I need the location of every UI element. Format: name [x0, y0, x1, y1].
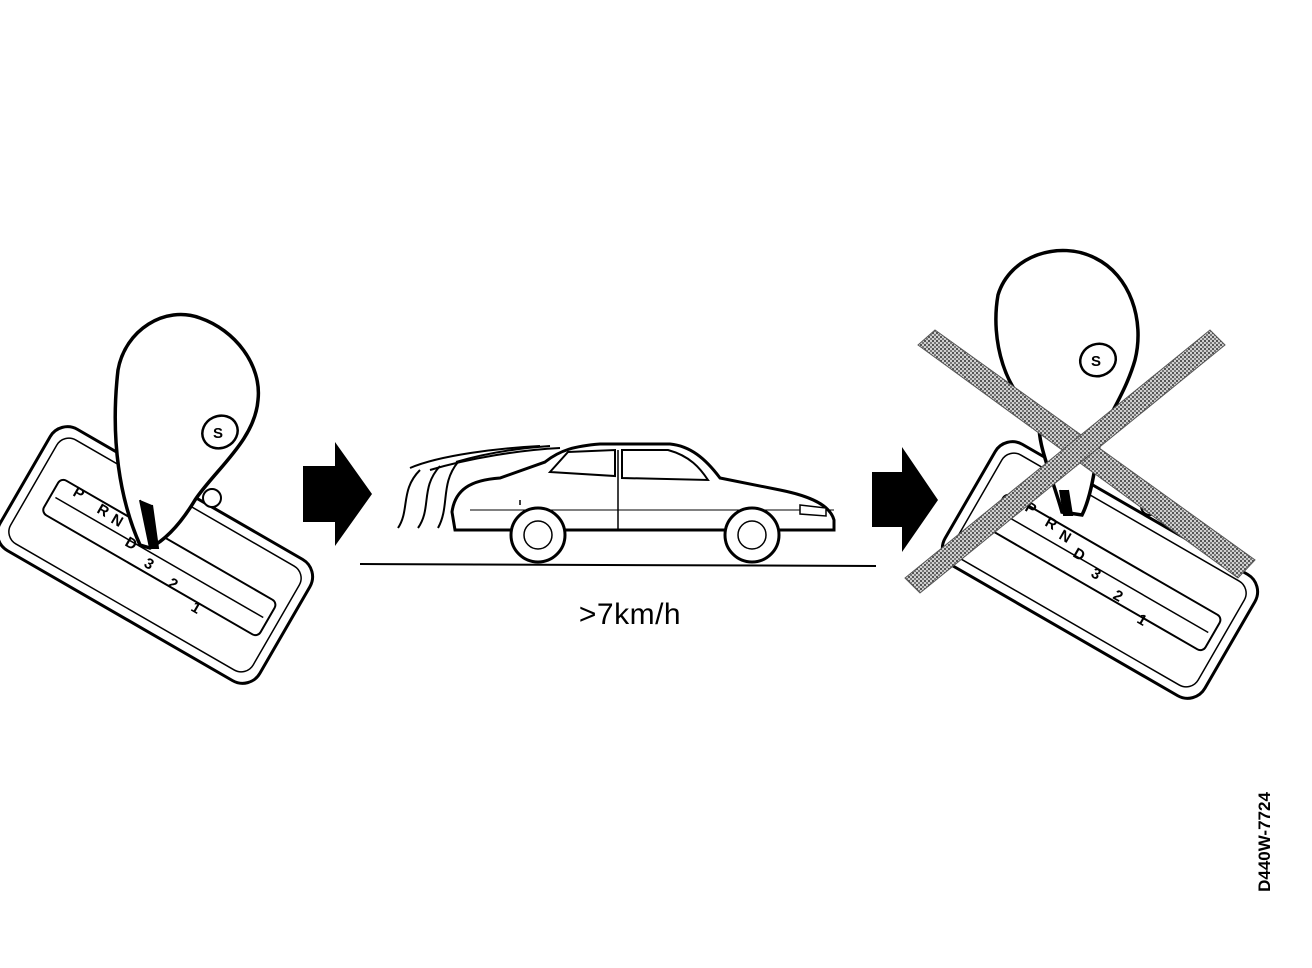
shift-button-right: S	[1078, 342, 1118, 378]
gear-lever-left-icon: P R N D 3 2 1 S	[0, 312, 315, 685]
speed-condition-label: >7km/h	[578, 598, 682, 631]
prohibition-cross-icon	[904, 329, 1256, 594]
arrow-right-icon	[872, 447, 938, 552]
shift-button-left: S	[201, 414, 239, 450]
shift-button-letter: S	[213, 425, 223, 442]
arrow-right-icon	[303, 442, 372, 546]
shift-button-letter: S	[1091, 353, 1101, 370]
moving-car-icon	[359, 442, 877, 567]
gear-lever-right-icon: P R N D 3 2 1 S	[904, 248, 1260, 700]
figure-code: D440W-7724	[1255, 792, 1274, 892]
